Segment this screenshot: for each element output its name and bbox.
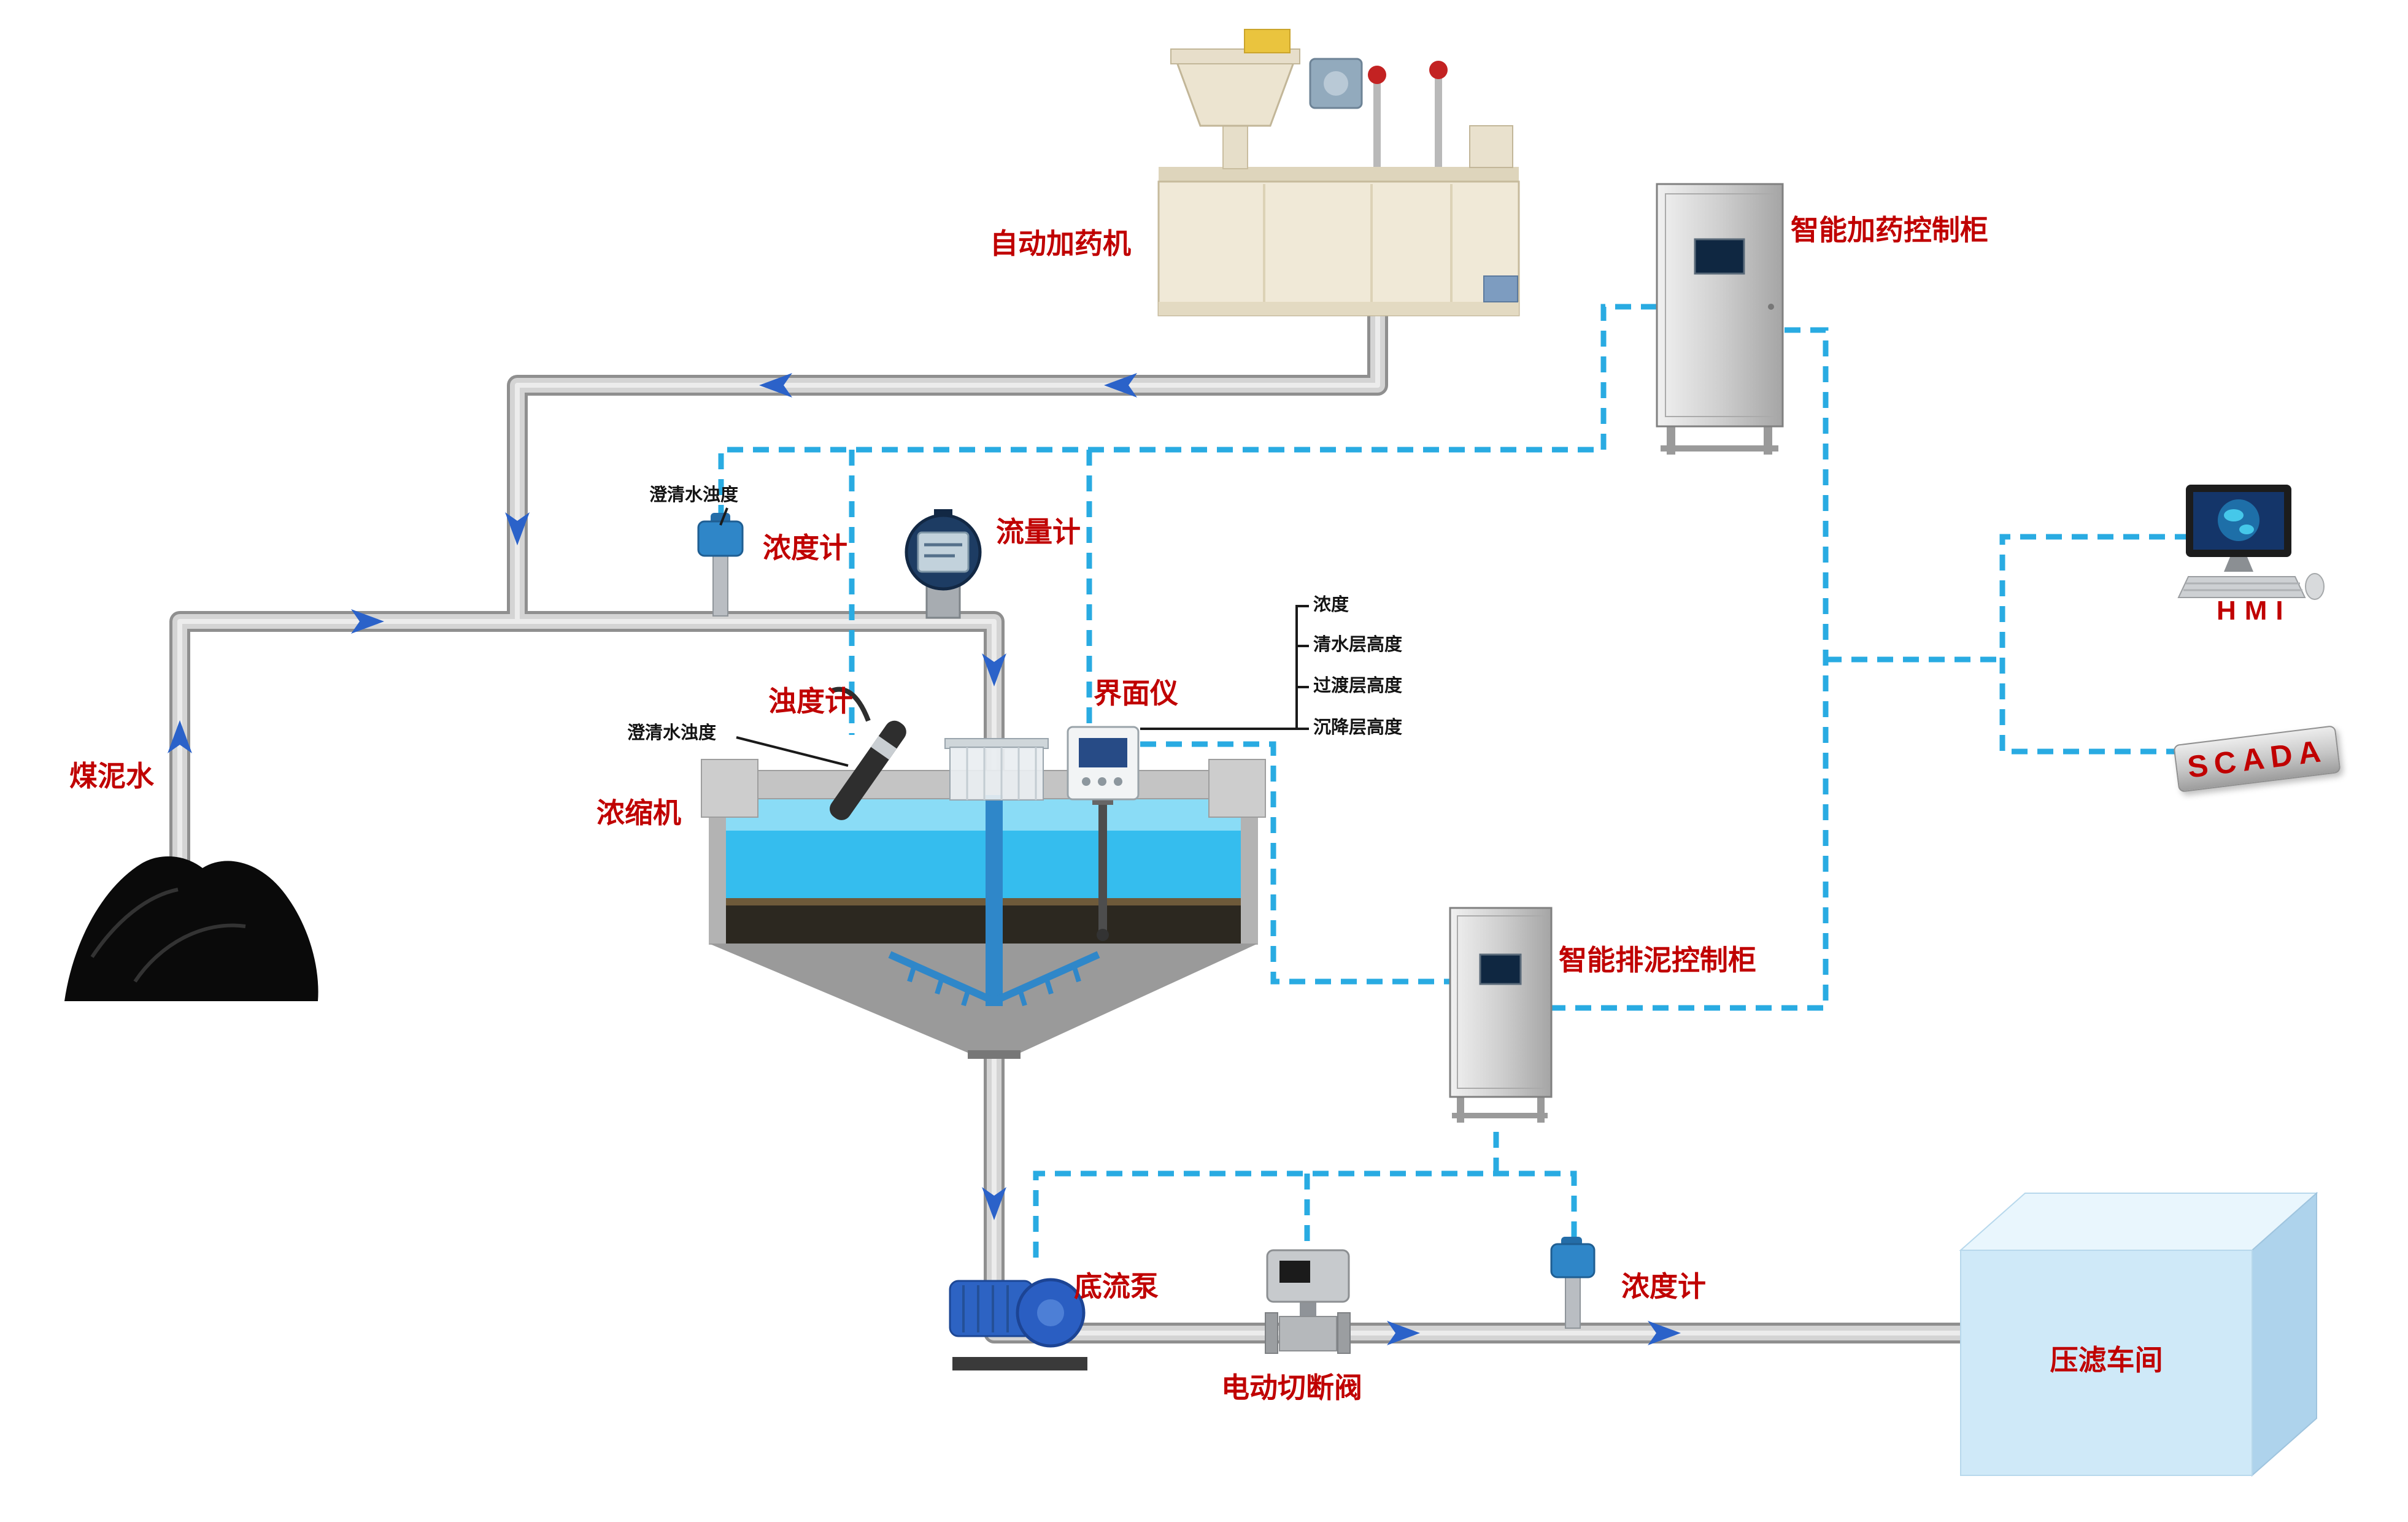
hmi-keyboard bbox=[2177, 576, 2306, 598]
underflow-pump-device bbox=[949, 1278, 1087, 1370]
density-sensor-feed bbox=[697, 513, 744, 617]
signal-underflow-bus bbox=[1033, 1170, 1577, 1258]
electric-valve-device bbox=[1265, 1249, 1351, 1354]
label-underflow-pump: 底流泵 bbox=[1074, 1270, 1159, 1302]
interface-analyzer-device bbox=[1067, 726, 1140, 941]
flow-arrow-left bbox=[1104, 373, 1137, 398]
filter-press-building bbox=[1959, 1191, 2318, 1477]
label-hmi: HMI bbox=[2217, 596, 2292, 626]
density-sensor-underflow bbox=[1550, 1237, 1596, 1329]
signal-interface-to-sludge-cabinet bbox=[1140, 741, 1450, 985]
hmi-mouse bbox=[2305, 573, 2325, 600]
label-electric-shutoff-valve: 电动切断阀 bbox=[1221, 1372, 1362, 1404]
signal-lines bbox=[718, 304, 2191, 1258]
hmi-terminal bbox=[2177, 485, 2325, 600]
flow-arrow-down bbox=[982, 1187, 1006, 1220]
flow-arrow-right bbox=[1648, 1321, 1681, 1345]
flow-arrow-down bbox=[982, 653, 1006, 686]
label-clarified-water-turbidity-1: 澄清水浊度 bbox=[649, 485, 739, 505]
leader-clarified-2 bbox=[736, 736, 849, 767]
label-interface-analyzer: 界面仪 bbox=[1094, 677, 1178, 709]
label-auto-dosing-machine: 自动加药机 bbox=[990, 228, 1131, 259]
label-smart-dosing-cabinet: 智能加药控制柜 bbox=[1791, 214, 1988, 246]
feedwell bbox=[949, 747, 1044, 801]
flow-arrows bbox=[168, 373, 1681, 1345]
flow-arrow-right bbox=[351, 609, 384, 634]
rake-shaft bbox=[986, 795, 1003, 1006]
label-interface-param-transition-layer: 过渡层高度 bbox=[1313, 676, 1403, 696]
label-interface-param-density: 浓度 bbox=[1313, 595, 1349, 615]
auto-dosing-machine-device bbox=[1157, 29, 1520, 317]
label-turbidity-meter: 浊度计 bbox=[768, 685, 853, 717]
signal-dosing-instrument-bus bbox=[718, 304, 1657, 532]
label-density-meter-feed: 浓度计 bbox=[763, 532, 847, 564]
flow-arrow-left bbox=[759, 373, 792, 398]
smart-sludge-cabinet-device bbox=[1449, 907, 1553, 1123]
label-flow-meter: 流量计 bbox=[996, 516, 1081, 548]
label-clarified-water-turbidity-2: 澄清水浊度 bbox=[627, 723, 717, 743]
interface-bracket bbox=[1140, 605, 1309, 730]
coal-pile bbox=[64, 856, 318, 1001]
label-smart-sludge-cabinet: 智能排泥控制柜 bbox=[1559, 944, 1756, 976]
label-interface-param-clear-layer: 清水层高度 bbox=[1313, 635, 1403, 655]
flow-arrow-right bbox=[1387, 1321, 1420, 1345]
signal-cabinet-backbone bbox=[1551, 327, 1829, 1011]
flow-meter-device bbox=[905, 509, 982, 619]
flow-arrow-up bbox=[168, 720, 192, 753]
label-coal-slurry: 煤泥水 bbox=[69, 760, 154, 792]
flow-arrow-down bbox=[505, 512, 530, 545]
signal-hmi-scada bbox=[1999, 534, 2191, 755]
annotation-lines bbox=[719, 507, 1309, 767]
label-interface-param-settling-layer: 沉降层高度 bbox=[1313, 718, 1403, 737]
leader-clarified-1 bbox=[719, 507, 728, 526]
smart-dosing-cabinet-device bbox=[1656, 183, 1784, 455]
label-filter-press-workshop: 压滤车间 bbox=[2050, 1344, 2163, 1376]
label-thickener: 浓缩机 bbox=[596, 797, 681, 829]
label-density-meter-underflow: 浓度计 bbox=[1621, 1270, 1706, 1302]
thickener-tank bbox=[701, 738, 1266, 1059]
turbidity-sensor bbox=[830, 686, 906, 820]
